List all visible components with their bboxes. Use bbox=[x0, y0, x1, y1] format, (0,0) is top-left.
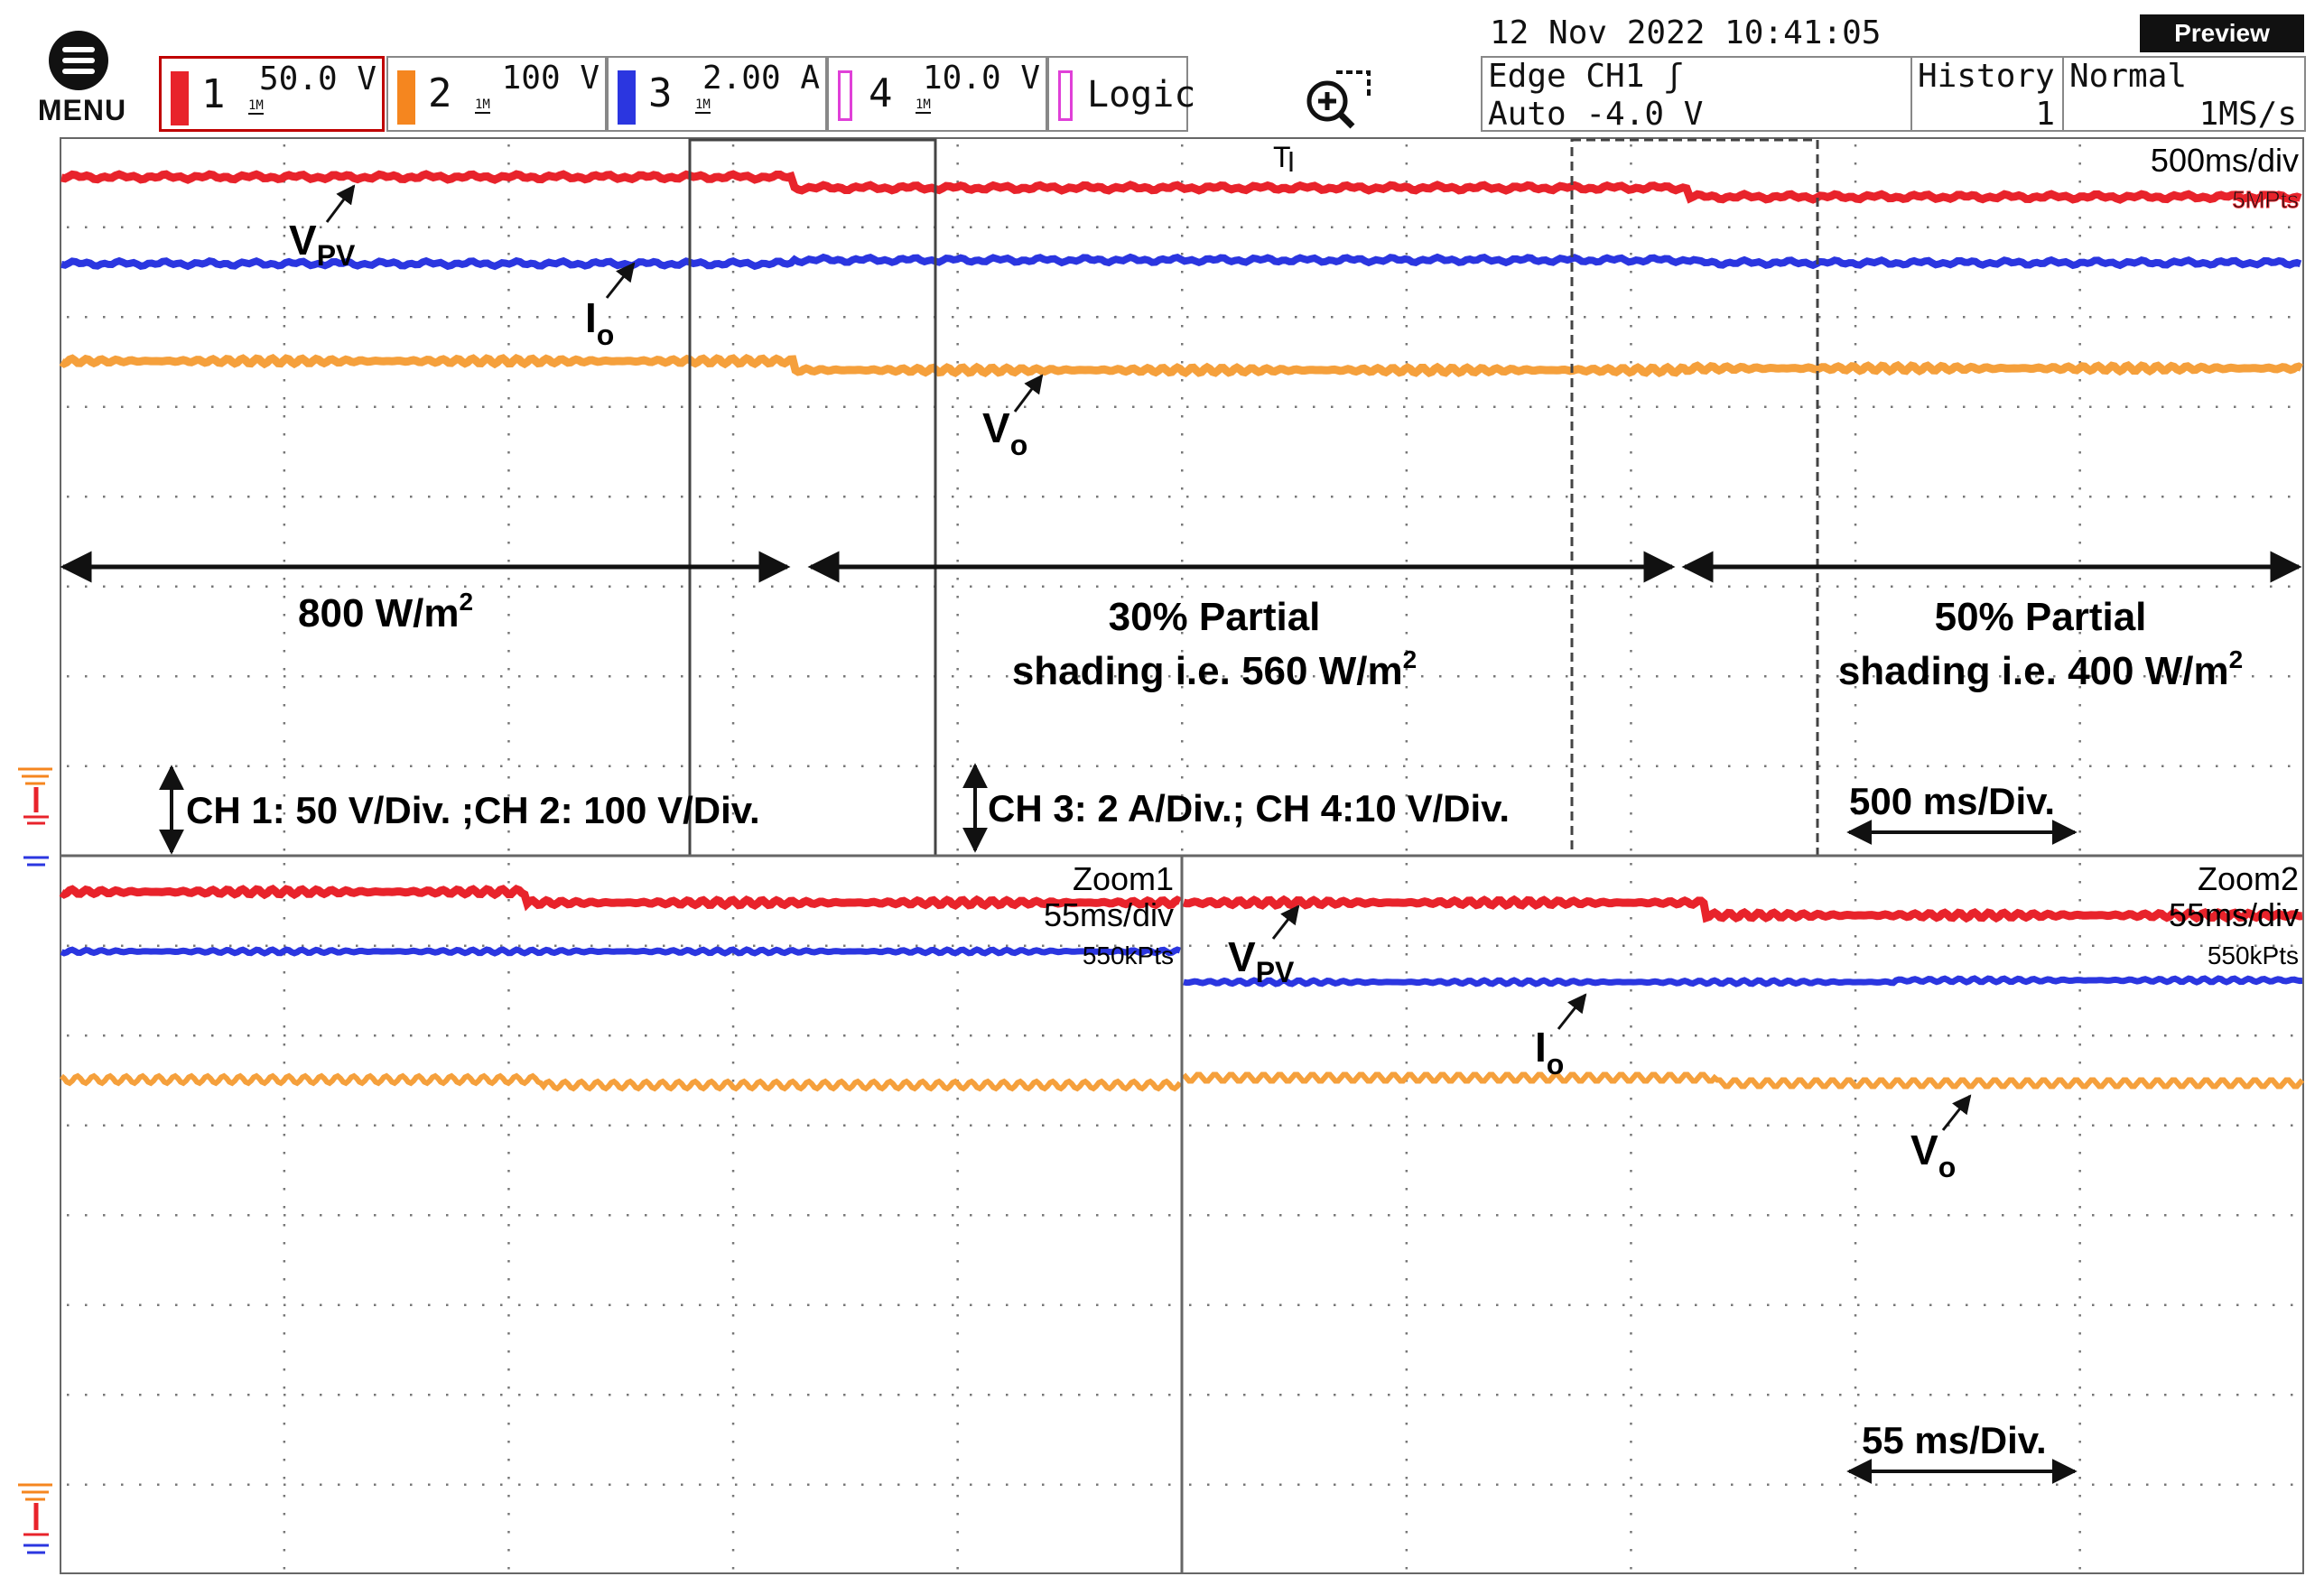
trigger-level: Auto -4.0 V bbox=[1488, 96, 1704, 133]
sample-rate: 1MS/s bbox=[2199, 96, 2297, 133]
history-value: 1 bbox=[2035, 96, 2055, 133]
channel-3-color bbox=[618, 70, 636, 125]
channel-4-coupling: 1M bbox=[916, 97, 931, 114]
channel-2-button[interactable]: 2 1M 100 V bbox=[386, 56, 607, 132]
trigger-source: Edge CH1 ʃ bbox=[1488, 58, 1684, 95]
logic-label: Logic bbox=[1087, 74, 1196, 116]
channel-4-color bbox=[838, 70, 852, 121]
menu-button[interactable]: MENU bbox=[33, 31, 132, 130]
channel-1-coupling: 1M bbox=[248, 98, 264, 115]
preview-button[interactable]: Preview bbox=[2140, 14, 2304, 52]
channel-3-coupling: 1M bbox=[695, 97, 711, 114]
acquisition-mode: Normal bbox=[2069, 58, 2188, 95]
datetime: 12 Nov 2022 10:41:05 bbox=[1490, 14, 1882, 51]
toolbar: MENU 1 1M 50.0 V 2 1M 100 V 3 1M 2.00 A … bbox=[0, 0, 2324, 135]
channel-1-scale: 50.0 V bbox=[258, 60, 376, 97]
menu-icon bbox=[49, 31, 108, 90]
history-settings[interactable]: History 1 bbox=[1910, 56, 2064, 133]
channel-3-scale: 2.00 A bbox=[702, 60, 820, 97]
trigger-settings[interactable]: Edge CH1 ʃ Auto -4.0 V bbox=[1481, 56, 1912, 133]
ground-marker-main bbox=[18, 767, 52, 867]
channel-3-button[interactable]: 3 1M 2.00 A bbox=[607, 56, 827, 132]
acquisition-settings[interactable]: Normal 1MS/s bbox=[2062, 56, 2306, 133]
channel-2-coupling: 1M bbox=[475, 97, 490, 114]
menu-label: MENU bbox=[37, 94, 127, 126]
waveform-display[interactable] bbox=[60, 137, 2304, 1574]
channel-4-button[interactable]: 4 1M 10.0 V bbox=[827, 56, 1047, 132]
zoom-button[interactable] bbox=[1300, 60, 1372, 132]
channel-2-scale: 100 V bbox=[501, 60, 600, 97]
channel-3-number: 3 bbox=[648, 70, 673, 116]
logic-button[interactable]: Logic bbox=[1047, 56, 1195, 132]
channel-1-button[interactable]: 1 1M 50.0 V bbox=[159, 56, 385, 132]
channel-2-color bbox=[397, 70, 415, 125]
ground-marker-zoom bbox=[18, 1483, 52, 1554]
channel-ground-markers bbox=[18, 767, 52, 1554]
channel-4-number: 4 bbox=[869, 70, 893, 116]
zoom-icon bbox=[1306, 70, 1371, 129]
channel-1-number: 1 bbox=[201, 71, 226, 117]
history-label: History bbox=[1918, 58, 2055, 95]
channel-2-number: 2 bbox=[428, 70, 452, 116]
channel-1-color bbox=[171, 71, 189, 125]
channel-4-scale: 10.0 V bbox=[922, 60, 1040, 97]
logic-color bbox=[1058, 70, 1073, 121]
